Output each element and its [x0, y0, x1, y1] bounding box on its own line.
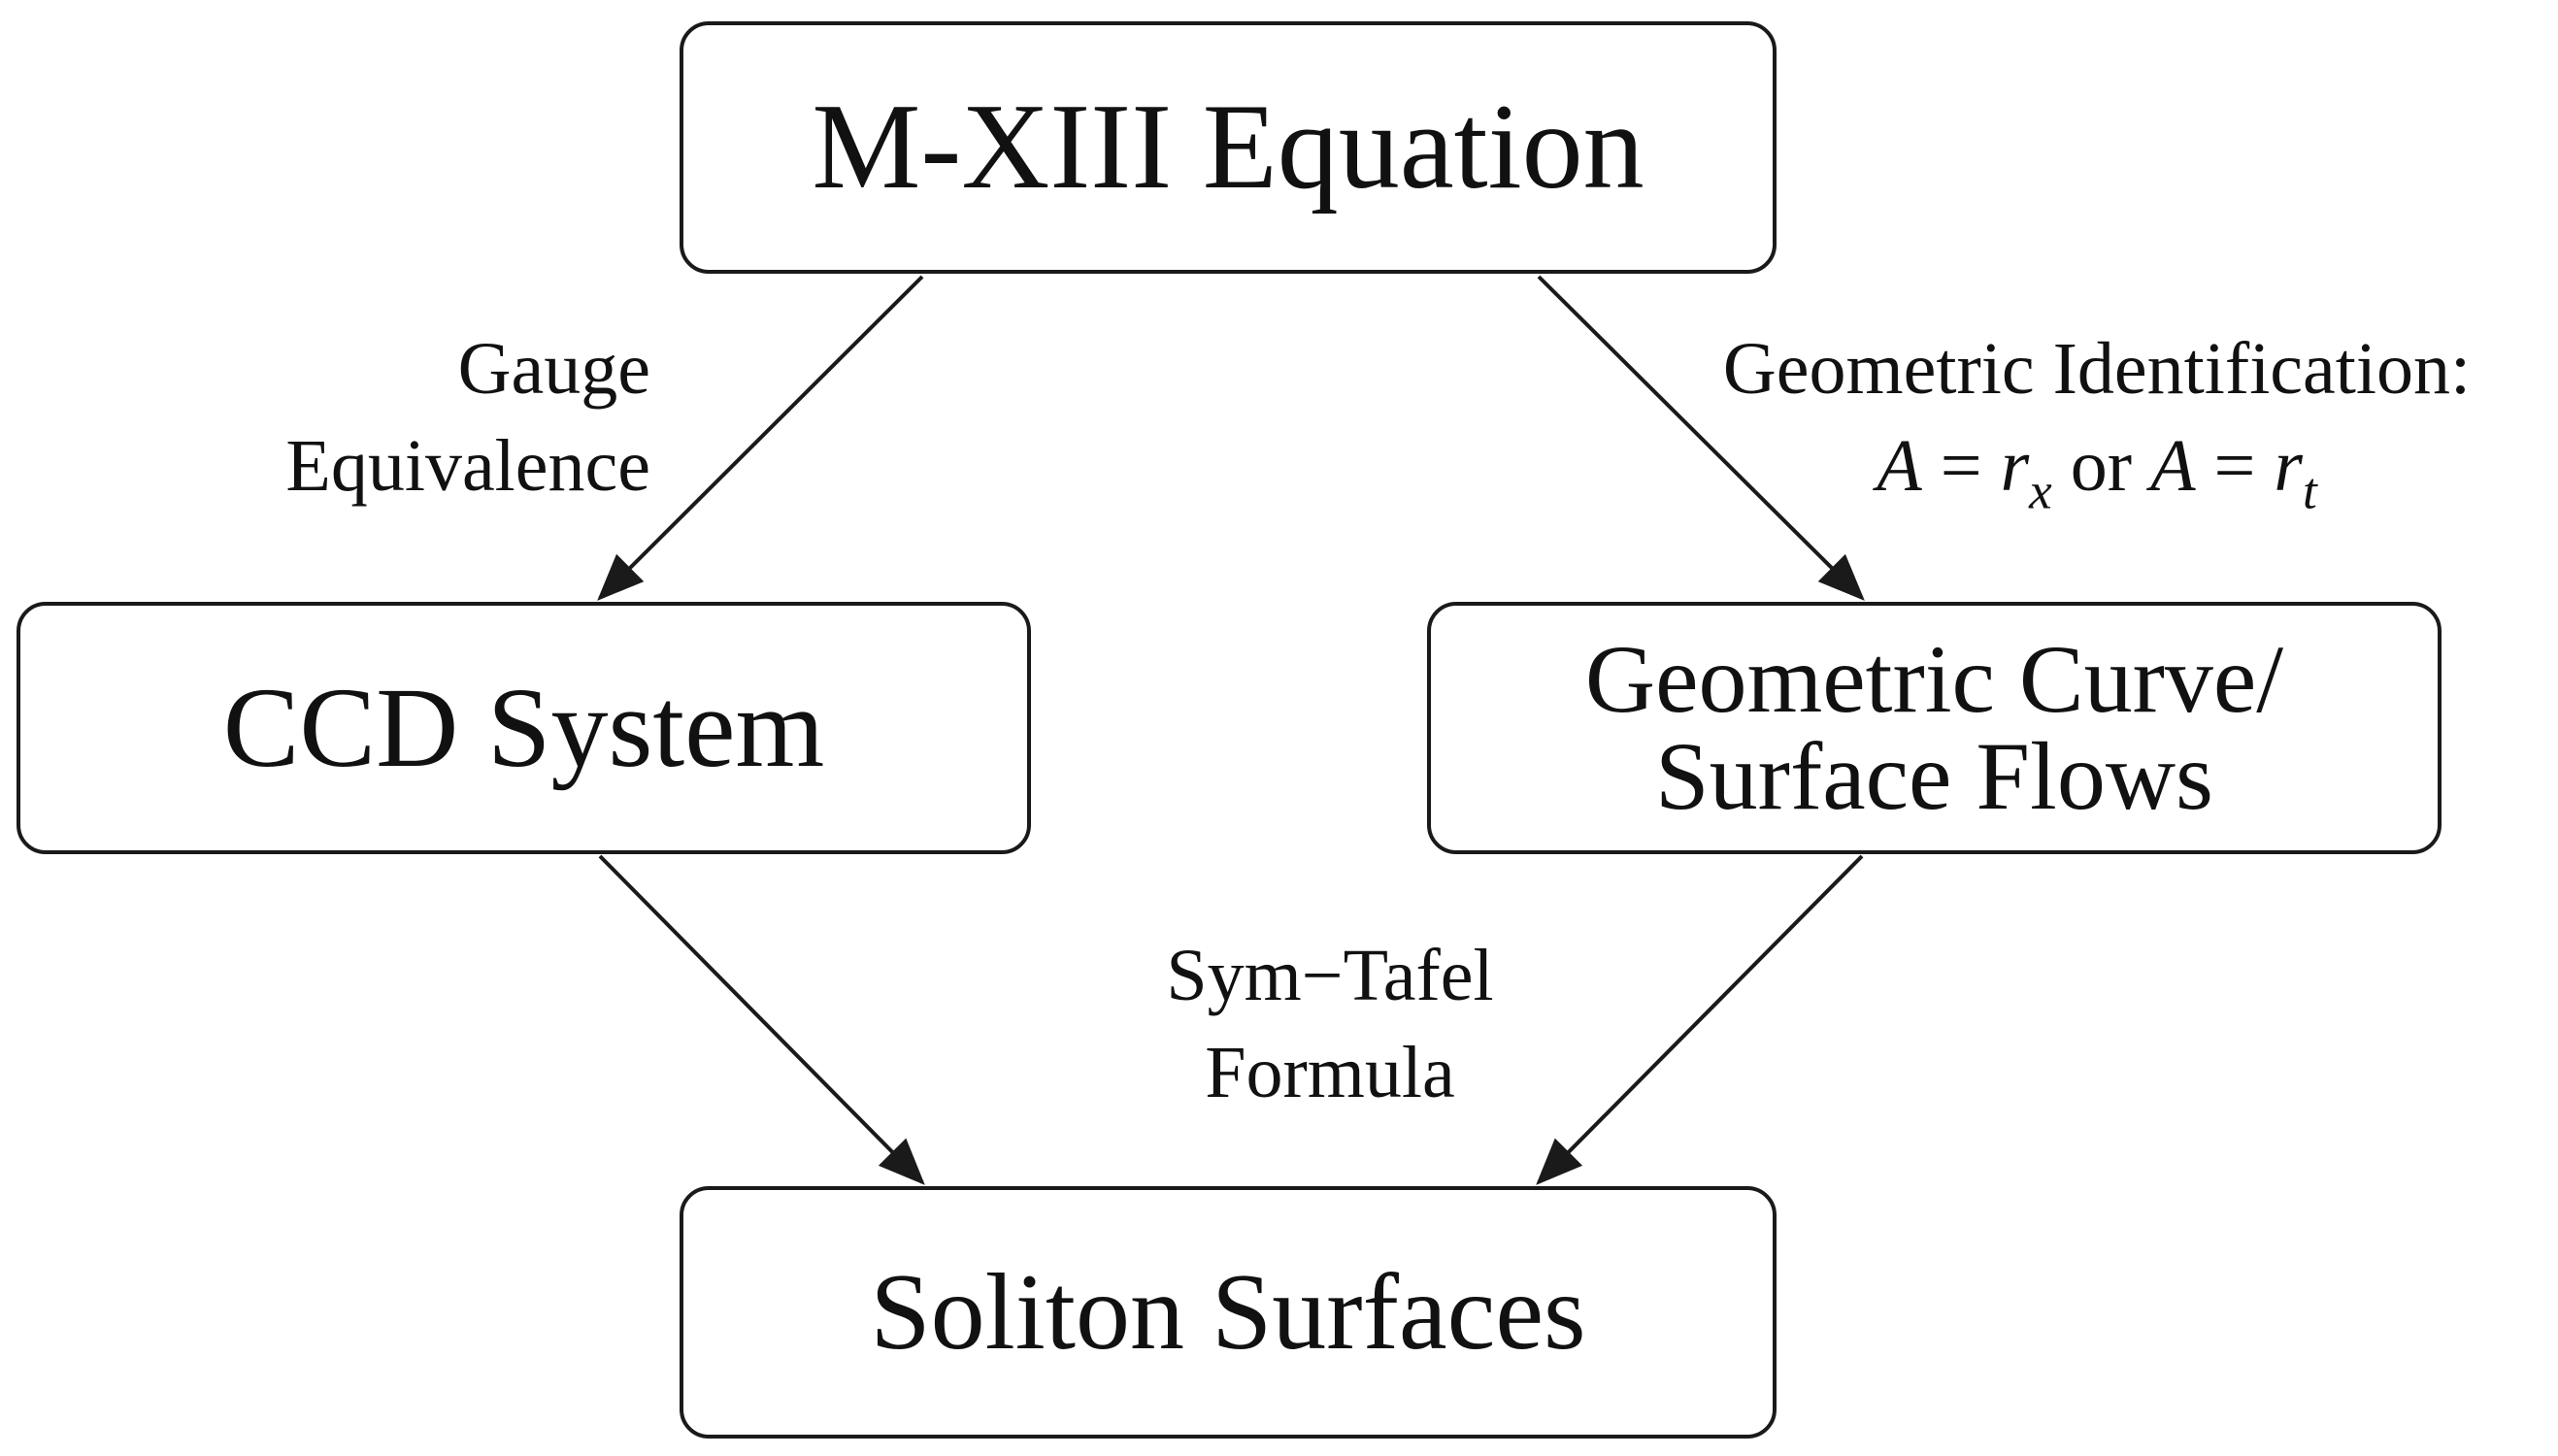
arrow-geom-to-soliton: [1536, 854, 1864, 1185]
arrow-mxiii-to-geom: [1537, 275, 1865, 601]
geomid-formula: A = rx or A = rt: [1631, 417, 2558, 517]
node-ccd-system: CCD System: [17, 602, 1031, 854]
arrow-ccd-to-soliton: [598, 854, 925, 1185]
edge-label-gauge-equivalence: Gauge Equivalence: [146, 320, 650, 514]
node-ccd-label: CCD System: [222, 664, 825, 791]
math-A-2: A: [2150, 425, 2196, 507]
node-geom-label-line1: Geometric Curve/: [1584, 625, 2284, 733]
math-or: or: [2051, 425, 2151, 507]
edge-label-sym-tafel: Sym−Tafel Formula: [1068, 927, 1592, 1121]
math-A-1: A: [1877, 425, 1922, 507]
sym-label-line2: Formula: [1205, 1032, 1455, 1113]
node-soliton-surfaces: Soliton Surfaces: [680, 1186, 1777, 1439]
math-sub-t: t: [2302, 462, 2317, 520]
node-geom-label-line2: Surface Flows: [1655, 722, 2213, 830]
gauge-label-line2: Equivalence: [285, 425, 650, 507]
sym-label-line1: Sym−Tafel: [1166, 935, 1494, 1016]
math-eq-1: =: [1921, 425, 2001, 507]
arrow-mxiii-to-ccd: [597, 275, 924, 601]
node-geometric-flows: Geometric Curve/ Surface Flows: [1427, 602, 2442, 854]
geomid-label-line1: Geometric Identification:: [1722, 328, 2472, 410]
math-r-2: r: [2274, 425, 2303, 507]
math-sub-x: x: [2029, 462, 2052, 520]
edge-label-geometric-identification: Geometric Identification: A = rx or A = …: [1631, 320, 2558, 517]
math-eq-2: =: [2195, 425, 2275, 507]
node-soliton-label: Soliton Surfaces: [870, 1251, 1586, 1373]
node-mxiii-equation: M-XIII Equation: [680, 21, 1777, 274]
node-mxiii-label: M-XIII Equation: [812, 80, 1644, 215]
math-r-1: r: [2000, 425, 2030, 507]
gauge-label-line1: Gauge: [457, 328, 650, 410]
